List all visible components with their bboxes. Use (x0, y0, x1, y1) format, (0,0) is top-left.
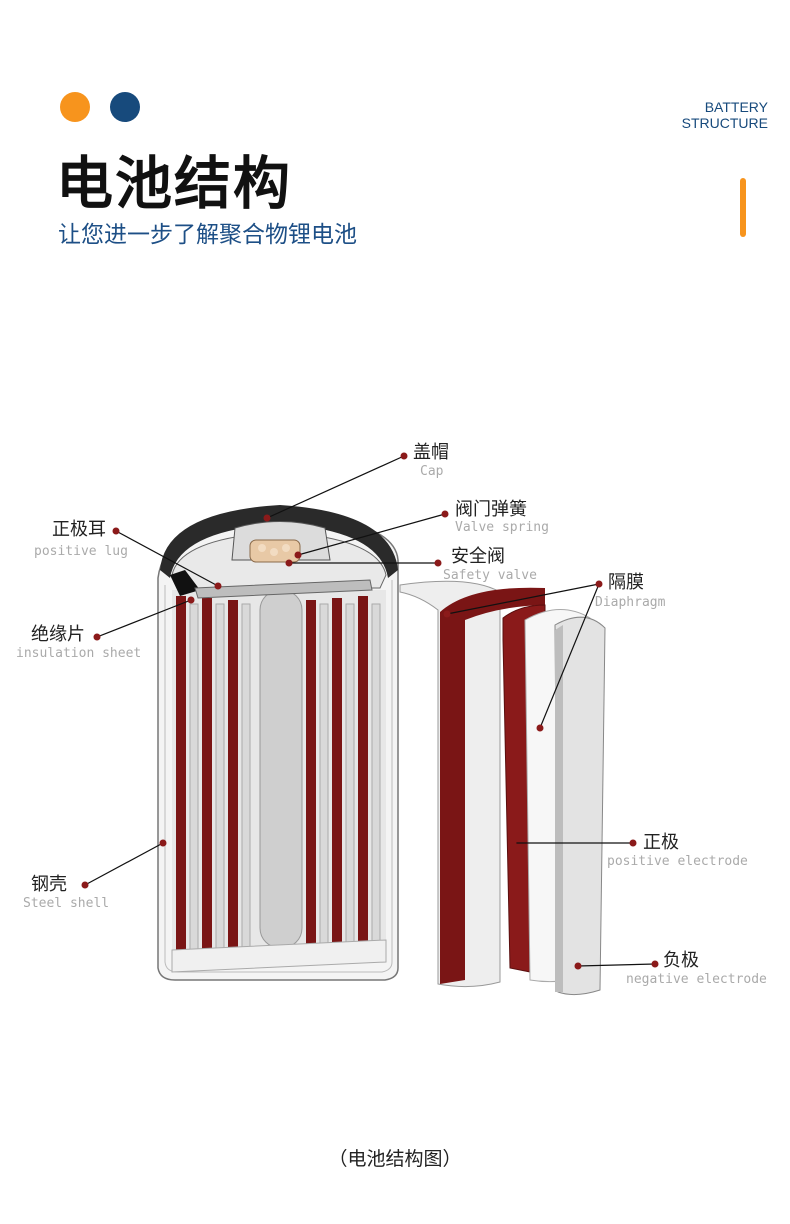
english-heading: BATTERY STRUCTURE (682, 99, 768, 131)
label-insulation-sheet-en: insulation sheet (16, 646, 141, 661)
label-positive-electrode-cn: 正极 (643, 832, 679, 853)
label-safety-valve-en: Safety valve (443, 568, 537, 583)
label-safety-valve-cn: 安全阀 (451, 546, 505, 567)
cap-assembly (160, 505, 398, 599)
accent-bar (740, 178, 746, 237)
page-subtitle: 让您进一步了解聚合物锂电池 (58, 222, 357, 248)
label-diaphragm-cn: 隔膜 (608, 572, 644, 593)
english-heading-line2: STRUCTURE (681, 115, 768, 131)
diagram-caption: （电池结构图） (328, 1148, 462, 1170)
blue-dot (110, 92, 140, 122)
unrolled-layers (399, 580, 606, 996)
label-negative-electrode-en: negative electrode (626, 972, 767, 987)
page-title: 电池结构 (56, 151, 292, 217)
label-positive-electrode-en: positive electrode (607, 854, 748, 869)
label-cap-cn: 盖帽 (413, 442, 449, 463)
battery-structure-diagram: 盖帽 Cap 阀门弹簧 Valve spring 安全阀 Safety valv… (16, 442, 767, 996)
label-positive-lug-en: positive lug (34, 544, 128, 559)
label-valve-spring-en: Valve spring (455, 520, 549, 535)
label-steel-shell-cn: 钢壳 (31, 874, 67, 895)
label-valve-spring-cn: 阀门弹簧 (455, 499, 527, 520)
label-insulation-sheet-cn: 绝缘片 (31, 624, 85, 645)
english-heading-line1: BATTERY (704, 99, 768, 115)
leader-lines (84, 455, 656, 967)
label-cap-en: Cap (420, 464, 444, 479)
electrode-winding (171, 589, 387, 973)
leader-dots (81, 452, 659, 970)
label-positive-lug-cn: 正极耳 (52, 519, 106, 540)
label-steel-shell-en: Steel shell (23, 896, 109, 911)
label-negative-electrode-cn: 负极 (663, 950, 699, 971)
label-diaphragm-en: Diaphragm (595, 595, 666, 610)
orange-dot (60, 92, 90, 122)
